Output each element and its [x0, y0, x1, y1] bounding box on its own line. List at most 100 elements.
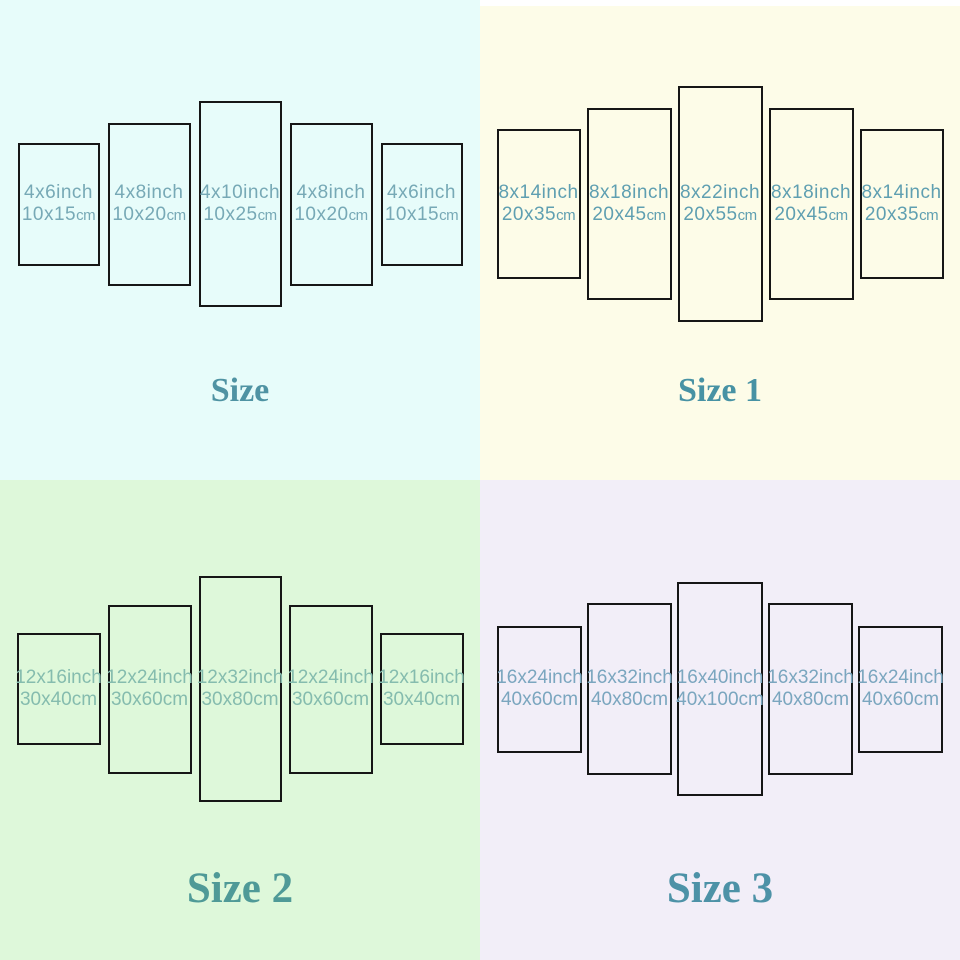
- panel-size-inch: 16x40inch: [676, 667, 764, 688]
- panel-size-inch: 4x8inch: [296, 181, 366, 203]
- unit-label: cm: [343, 689, 370, 710]
- panel-size-inch: 16x32inch: [767, 667, 854, 688]
- panel-label: 12x16inch 30x40cm: [378, 667, 465, 711]
- panel: 16x40inch 40x100cm: [676, 582, 764, 796]
- unit-label: cm: [642, 689, 669, 710]
- panel-group: 16x24inch 40x60cm 16x32inch 40x80cm 16x4…: [480, 480, 960, 898]
- panel-label: 16x24inch 40x60cm: [857, 667, 944, 711]
- panel-size-cm: 30x40cm: [19, 689, 98, 710]
- size-title: Size: [210, 372, 270, 410]
- panel-size-cm: 10x25cm: [203, 203, 278, 225]
- panel-size-inch: 4x10inch: [199, 181, 281, 203]
- panel-size-inch: 16x24inch: [857, 667, 944, 688]
- panel-size-cm: 20x35cm: [864, 203, 939, 225]
- quadrant-size-3: 16x24inch 40x60cm 16x32inch 40x80cm 16x4…: [480, 480, 960, 960]
- panel-size-cm: 40x100cm: [676, 689, 764, 710]
- panel-size-cm: 20x45cm: [592, 203, 667, 225]
- quadrant-size-1: 8x14inch 20x35cm 8x18inch 20x45cm 8x22in…: [480, 0, 960, 480]
- unit-label: cm: [71, 689, 98, 710]
- panel: 4x6inch 10x15cm: [380, 142, 463, 266]
- size-title: Size 2: [186, 864, 294, 912]
- panel-size-inch: 12x16inch: [378, 667, 465, 688]
- panel-size-cm: 40x60cm: [500, 689, 579, 710]
- panel-label: 4x8inch 10x20cm: [112, 181, 187, 227]
- unit-label: cm: [76, 206, 96, 224]
- panel-size-inch: 12x16inch: [15, 667, 102, 688]
- panel-label: 16x32inch 40x80cm: [586, 667, 673, 711]
- panel-size-cm: 40x80cm: [590, 689, 669, 710]
- size-title: Size 3: [666, 864, 774, 912]
- panel-group: 12x16inch 30x40cm 12x24inch 30x60cm 12x3…: [0, 480, 480, 898]
- panel-label: 16x24inch 40x60cm: [496, 667, 583, 711]
- size-title: Size 1: [677, 372, 763, 410]
- panel-size-cm: 10x15cm: [384, 203, 459, 225]
- panel-label: 8x22inch 20x55cm: [680, 182, 760, 227]
- panel: 8x18inch 20x45cm: [586, 108, 672, 300]
- unit-label: cm: [738, 689, 764, 710]
- panel-label: 12x16inch 30x40cm: [15, 667, 102, 711]
- panel-label: 8x14inch 20x35cm: [861, 182, 941, 227]
- unit-label: cm: [646, 206, 667, 224]
- panel: 4x8inch 10x20cm: [107, 122, 191, 286]
- unit-label: cm: [913, 689, 940, 710]
- panel-label: 4x8inch 10x20cm: [294, 181, 369, 227]
- panel: 12x16inch 30x40cm: [378, 633, 465, 745]
- panel: 8x22inch 20x55cm: [677, 86, 763, 322]
- panel: 4x10inch 10x25cm: [198, 101, 282, 307]
- panel-label: 16x32inch 40x80cm: [767, 667, 854, 711]
- unit-label: cm: [828, 206, 849, 224]
- unit-label: cm: [737, 206, 758, 224]
- panel-size-inch: 16x32inch: [586, 667, 673, 688]
- panel-size-cm: 10x20cm: [294, 203, 369, 225]
- panel: 16x24inch 40x60cm: [857, 625, 944, 753]
- panel: 4x6inch 10x15cm: [17, 142, 100, 266]
- unit-label: cm: [166, 206, 187, 224]
- panel: 16x32inch 40x80cm: [767, 603, 854, 775]
- unit-label: cm: [823, 689, 850, 710]
- panel-size-inch: 12x24inch: [287, 667, 374, 688]
- panel-size-inch: 16x24inch: [496, 667, 583, 688]
- panel: 8x18inch 20x45cm: [768, 108, 854, 300]
- panel-label: 4x10inch 10x25cm: [200, 182, 280, 227]
- unit-label: cm: [257, 206, 278, 224]
- unit-label: cm: [556, 206, 576, 224]
- panel-size-cm: 40x80cm: [771, 689, 850, 710]
- panel-label: 4x6inch 10x15cm: [384, 182, 459, 227]
- panel-label: 8x18inch 20x45cm: [771, 182, 851, 227]
- panel-size-inch: 4x6inch: [24, 181, 93, 203]
- panel-size-inch: 12x32inch: [196, 667, 284, 688]
- panel: 4x8inch 10x20cm: [289, 122, 373, 286]
- unit-label: cm: [162, 689, 189, 710]
- panel-size-cm: 20x45cm: [774, 203, 849, 225]
- unit-label: cm: [439, 206, 459, 224]
- panel-size-inch: 8x22inch: [679, 181, 761, 203]
- panel-label: 8x18inch 20x45cm: [589, 182, 669, 227]
- unit-label: cm: [919, 206, 939, 224]
- panel-label: 12x32inch 30x80cm: [197, 667, 284, 711]
- panel-size-cm: 40x60cm: [861, 689, 940, 710]
- panel-size-inch: 4x8inch: [114, 181, 184, 203]
- panel: 12x24inch 30x60cm: [287, 604, 374, 774]
- quadrant-size: 4x6inch 10x15cm 4x8inch 10x20cm 4x10inch…: [0, 0, 480, 480]
- panel-label: 12x24inch 30x60cm: [287, 667, 374, 711]
- panel-size-inch: 8x18inch: [588, 181, 670, 203]
- panel-size-cm: 20x55cm: [683, 203, 758, 225]
- panel: 16x32inch 40x80cm: [586, 603, 673, 775]
- panel: 16x24inch 40x60cm: [496, 625, 583, 753]
- panel-label: 16x40inch 40x100cm: [676, 667, 764, 711]
- panel-size-cm: 30x80cm: [201, 689, 279, 710]
- panel-size-cm: 10x15cm: [21, 203, 96, 225]
- panel: 8x14inch 20x35cm: [859, 129, 944, 279]
- panel-label: 4x6inch 10x15cm: [21, 181, 96, 227]
- unit-label: cm: [434, 689, 461, 710]
- unit-label: cm: [253, 689, 279, 710]
- white-strip: [480, 0, 960, 6]
- panel-size-cm: 30x60cm: [110, 689, 189, 710]
- panel-size-inch: 8x14inch: [861, 181, 942, 203]
- unit-label: cm: [348, 206, 369, 224]
- panel-size-cm: 20x35cm: [501, 203, 576, 225]
- panel-size-inch: 8x18inch: [770, 181, 852, 203]
- panel-size-cm: 10x20cm: [112, 203, 187, 225]
- panel: 12x32inch 30x80cm: [197, 576, 284, 802]
